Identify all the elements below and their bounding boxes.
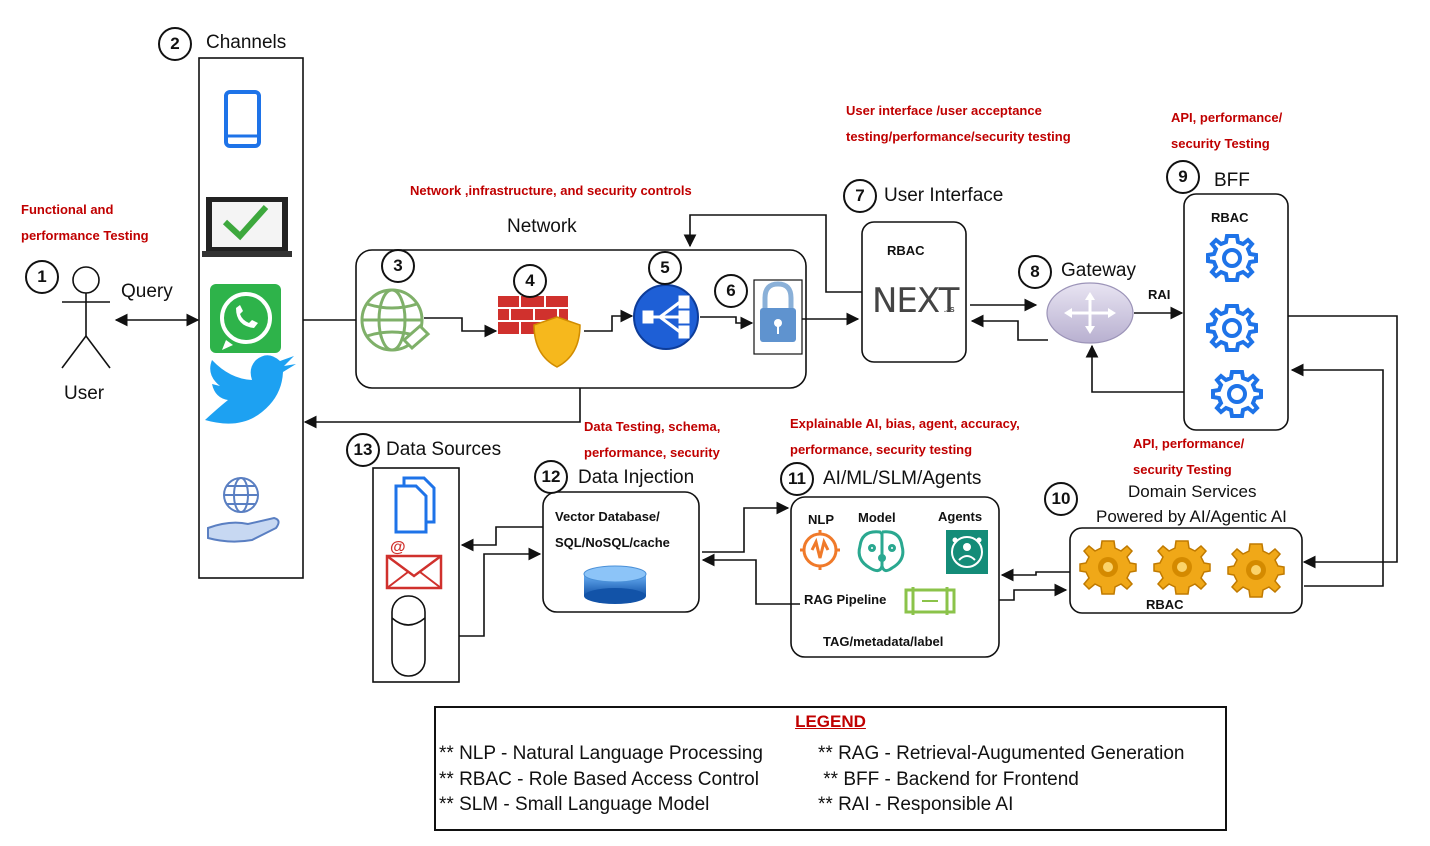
data-sources-title: Data Sources — [386, 439, 502, 460]
data-injection-title: Data Injection — [578, 467, 695, 488]
functional-testing-note: Functional and performance Testing — [21, 202, 149, 243]
agents-icon — [946, 530, 988, 574]
rai-label: RAI — [1148, 287, 1171, 302]
agents-label: Agents — [938, 509, 983, 524]
model-brain-icon — [857, 530, 905, 573]
data-injection-to-sources-arrow — [460, 526, 543, 552]
legend-item-rbac: ** RBAC - Role Based Access Control — [439, 769, 759, 790]
bff-to-domain-arrow — [1288, 315, 1398, 569]
channels-title: Channels — [206, 32, 287, 53]
documents-icon — [394, 476, 436, 534]
step-badge-12: 12 — [534, 460, 568, 494]
domain-services-subtitle: Powered by AI/Agentic AI — [1096, 507, 1287, 526]
domain-gear-icon-1 — [1079, 540, 1137, 595]
twitter-icon — [205, 355, 296, 424]
legend-item-bff: ** BFF - Backend for Frontend — [818, 769, 1079, 790]
mobile-phone-icon — [224, 90, 261, 148]
rag-pipeline-icon — [904, 587, 956, 615]
data-testing-note: Data Testing, schema, performance, secur… — [584, 419, 721, 460]
ui-feedback-to-network-arrow — [683, 214, 862, 293]
query-label: Query — [121, 281, 173, 302]
nlp-icon — [800, 530, 840, 570]
data-injection-to-ai-arrow — [702, 501, 790, 553]
legend-box: LEGEND ** NLP - Natural Language Process… — [434, 706, 1227, 831]
nextjs-logo-suffix: .JS — [944, 307, 955, 314]
network-to-channels-return-arrow — [303, 388, 581, 429]
ai-agents-title: AI/ML/SLM/Agents — [823, 468, 982, 489]
domain-rbac-label: RBAC — [1146, 597, 1184, 612]
ui-testing-note: User interface /user acceptance testing/… — [846, 103, 1071, 144]
step-badge-11: 11 — [780, 462, 814, 496]
user-interface-box — [861, 221, 967, 363]
email-icon: @ — [385, 539, 443, 590]
legend-item-slm: ** SLM - Small Language Model — [439, 794, 710, 815]
legend-item-rai: ** RAI - Responsible AI — [818, 794, 1014, 815]
api-testing-note-top: API, performance/ security Testing — [1171, 110, 1283, 151]
domain-to-bff-arrow — [1290, 363, 1384, 587]
step-badge-2: 2 — [158, 27, 192, 61]
balancer-to-lock-arrow — [700, 316, 754, 330]
gateway-router-icon — [1046, 282, 1134, 344]
laptop-icon — [202, 197, 292, 257]
gateway-to-ui-arrow — [970, 314, 1048, 341]
legend-item-rag: ** RAG - Retrieval-Augumented Generation — [818, 743, 1185, 764]
step-badge-10: 10 — [1044, 482, 1078, 516]
domain-gear-icon-2 — [1153, 540, 1211, 595]
database-icon — [583, 565, 647, 604]
data-injection-box — [542, 491, 700, 613]
web-hand-icon — [207, 477, 280, 543]
tag-metadata-label: TAG/metadata/label — [823, 634, 944, 649]
security-lock-icon — [753, 279, 803, 355]
svg-text:@: @ — [390, 539, 406, 556]
firewall-to-balancer-arrow — [584, 309, 634, 332]
nextjs-logo: NEXT — [872, 281, 959, 321]
legend-item-nlp: ** NLP - Natural Language Processing — [439, 743, 763, 764]
step-badge-9: 9 — [1166, 160, 1200, 194]
sql-nosql-label: SQL/NoSQL/cache — [555, 535, 670, 550]
ai-to-data-injection-arrow — [701, 553, 800, 605]
ui-rbac-label: RBAC — [887, 243, 925, 258]
step-badge-5: 5 — [648, 251, 682, 285]
api-testing-note-bottom: API, performance/ security Testing — [1133, 436, 1245, 477]
domain-services-title: Domain Services — [1128, 482, 1257, 501]
network-controls-note: Network ,infrastructure, and security co… — [410, 183, 692, 198]
ai-testing-note: Explainable AI, bias, agent, accuracy, p… — [790, 416, 1020, 457]
step-badge-3: 3 — [381, 249, 415, 283]
bff-title: BFF — [1214, 170, 1250, 191]
bff-to-gateway-arrow — [1085, 344, 1210, 393]
rag-pipeline-label: RAG Pipeline — [804, 592, 887, 607]
user-interface-title: User Interface — [884, 185, 1004, 206]
legend-title: LEGEND — [795, 712, 866, 731]
step-badge-8: 8 — [1018, 255, 1052, 289]
step-badge-7: 7 — [843, 179, 877, 213]
model-label: Model — [858, 510, 896, 525]
step-badge-4: 4 — [513, 264, 547, 298]
network-title: Network — [507, 216, 577, 237]
step-badge-13: 13 — [346, 433, 380, 467]
user-label: User — [64, 383, 105, 404]
gateway-title: Gateway — [1061, 260, 1136, 281]
network-box — [355, 249, 807, 389]
nlp-label: NLP — [808, 512, 834, 527]
load-balancer-icon — [633, 284, 699, 350]
globe-network-icon — [360, 288, 431, 352]
globe-to-firewall-arrow — [424, 317, 498, 338]
whatsapp-icon — [210, 284, 281, 353]
step-badge-6: 6 — [714, 274, 748, 308]
bff-rbac-label: RBAC — [1211, 210, 1249, 225]
user-actor-icon — [61, 266, 111, 369]
storage-cylinder-icon — [391, 595, 426, 677]
step-badge-1: 1 — [25, 260, 59, 294]
domain-gear-icon-3 — [1227, 543, 1285, 598]
domain-to-ai-arrow — [1000, 568, 1070, 582]
vector-db-label: Vector Database/ — [555, 509, 660, 524]
firewall-icon — [498, 296, 581, 368]
